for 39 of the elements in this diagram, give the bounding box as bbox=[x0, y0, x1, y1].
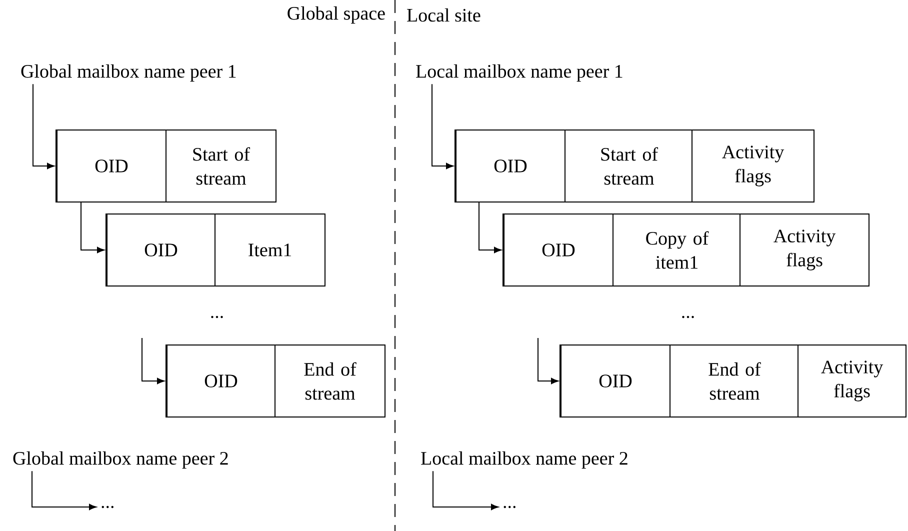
label-text: ... bbox=[682, 316, 694, 318]
ellipsis-text: ... bbox=[102, 506, 114, 508]
record-box bbox=[166, 344, 386, 418]
arrow bbox=[32, 84, 54, 170]
record-box bbox=[456, 130, 814, 202]
mailbox-name: Global mailbox name peer 1 bbox=[21, 64, 236, 82]
record-field: End of stream bbox=[274, 344, 356, 418]
arrow bbox=[32, 470, 96, 510]
record-field: Start of stream bbox=[564, 129, 658, 203]
arrow bbox=[432, 470, 498, 510]
record-field: Copy of item1 bbox=[612, 213, 709, 287]
label-text: ... bbox=[211, 316, 223, 318]
record-field: OID bbox=[560, 344, 632, 418]
record-field: Activity flags bbox=[740, 213, 836, 287]
record-field: OID bbox=[166, 344, 238, 418]
record-field: OID bbox=[502, 213, 575, 287]
record-field: OID bbox=[454, 129, 527, 203]
record-field: Item1 bbox=[214, 213, 292, 287]
ellipsis-text: ... bbox=[504, 506, 516, 508]
mailbox-name: Global mailbox name peer 2 bbox=[13, 451, 228, 469]
arrow bbox=[142, 338, 164, 384]
record-box bbox=[504, 214, 870, 286]
label-text: Global space bbox=[288, 6, 385, 24]
record-field: OID bbox=[56, 129, 128, 203]
record-field: End of stream bbox=[670, 344, 761, 418]
arrow bbox=[432, 84, 454, 170]
record-field: OID bbox=[106, 213, 178, 287]
arrow bbox=[538, 338, 559, 384]
mailbox-name: Local mailbox name peer 2 bbox=[421, 451, 628, 469]
arrow bbox=[80, 202, 104, 254]
record-box bbox=[560, 344, 906, 418]
arrow bbox=[478, 202, 502, 254]
record-field: Activity flags bbox=[692, 129, 784, 203]
mailbox-name: Local mailbox name peer 1 bbox=[416, 64, 622, 82]
record-box bbox=[56, 130, 276, 202]
record-field: Start of stream bbox=[166, 129, 250, 203]
label-text: Local site bbox=[407, 8, 480, 22]
record-box bbox=[106, 214, 326, 286]
record-field: Activity flags bbox=[798, 344, 884, 418]
